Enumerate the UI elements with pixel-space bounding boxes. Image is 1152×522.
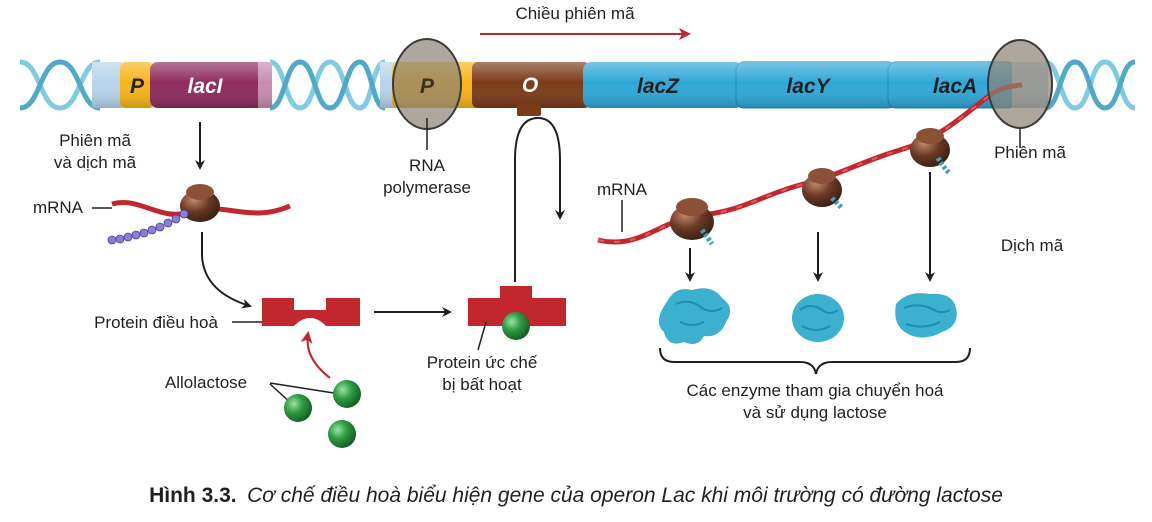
inactivated-repressor <box>468 286 566 340</box>
direction-label: Chiều phiên mã <box>515 4 635 23</box>
allolactose-molecule-3 <box>328 420 356 448</box>
caption-prefix: Hình 3.3. <box>149 484 237 507</box>
inactivated-label-1: Protein ức chế <box>427 353 538 372</box>
allolactose-label: Allolactose <box>165 373 247 392</box>
ribosome-left <box>180 184 220 222</box>
polypeptide-chain <box>107 209 189 245</box>
transcription-label-right: Phiên mã <box>994 143 1066 162</box>
operon-region: O lacZ lacY lacA <box>380 61 1048 116</box>
enzyme-lacy <box>792 294 844 342</box>
lacy-label: lacY <box>786 75 831 98</box>
inactivated-label-2: bị bất hoạt <box>442 375 522 394</box>
enzymes-label-1: Các enzyme tham gia chuyển hoá <box>686 381 944 400</box>
rna-polymerase-2 <box>987 39 1053 129</box>
promoter-2-label: P <box>420 75 435 98</box>
repressor-release-arrow <box>514 116 565 282</box>
mrna-strand-right <box>597 82 1023 245</box>
laci-region: P lacI <box>92 62 272 108</box>
transcription-translation-label-2: và dịch mã <box>54 153 137 172</box>
figure-caption: Hình 3.3. Cơ chế điều hoà biểu hiện gene… <box>149 484 1003 507</box>
lacz-label: lacZ <box>637 75 680 98</box>
ribosome-3 <box>910 128 952 176</box>
laca-label: lacA <box>933 75 977 98</box>
allolactose-molecule-2 <box>284 394 312 422</box>
rna-polymerase-label-1: RNA <box>409 156 446 175</box>
operator-label: O <box>522 74 538 97</box>
caption-text: Cơ chế điều hoà biểu hiện gene của opero… <box>247 484 1003 507</box>
promoter-1-label: P <box>130 75 145 98</box>
regulatory-protein <box>262 298 360 326</box>
mrna-label-left: mRNA <box>33 198 84 217</box>
enzyme-lacz <box>658 288 731 344</box>
dna-helix <box>19 59 1136 111</box>
transcription-translation-label-1: Phiên mã <box>59 131 131 150</box>
enzymes-label-2: và sử dụng lactose <box>743 403 887 422</box>
binding-arrow <box>300 331 331 379</box>
rna-polymerase-label-2: polymerase <box>383 178 471 197</box>
allolactose-molecule-1 <box>333 380 361 408</box>
enzymes-brace <box>659 347 971 375</box>
enzyme-laca <box>895 293 957 338</box>
translation-label-right: Dịch mã <box>1001 236 1064 255</box>
mrna-label-right: mRNA <box>597 180 648 199</box>
ribosome-1 <box>670 198 715 246</box>
laci-label: lacI <box>187 75 223 98</box>
ribosome-2 <box>802 168 844 210</box>
regulatory-protein-label: Protein điều hoà <box>94 313 218 332</box>
